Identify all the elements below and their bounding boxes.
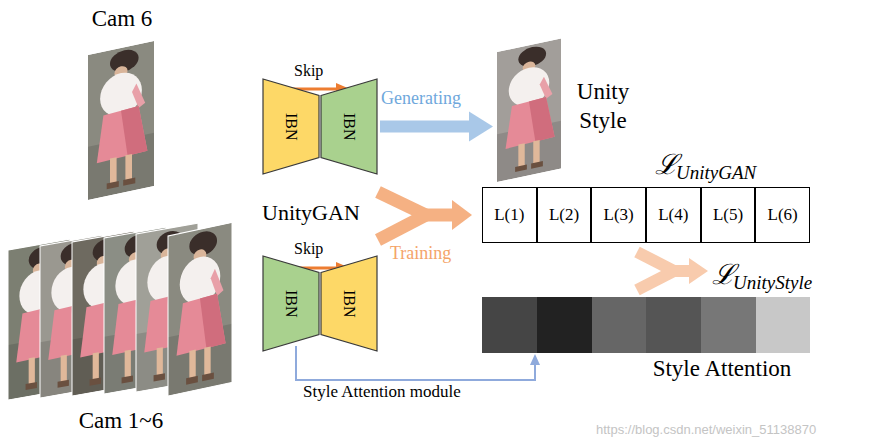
loss-label: L(4) bbox=[647, 188, 700, 242]
person-photo bbox=[168, 222, 232, 396]
attention-cell bbox=[537, 297, 592, 353]
loss-label: L(1) bbox=[483, 188, 536, 242]
attention-cell bbox=[646, 297, 701, 353]
loss-subscript: UnityGAN bbox=[676, 162, 756, 184]
encoder-block: IBN bbox=[262, 78, 320, 175]
loss-label: L(6) bbox=[756, 188, 809, 242]
skip-label: Skip bbox=[294, 240, 323, 258]
block-label: IBN bbox=[262, 78, 320, 175]
model-name: UnityGAN bbox=[262, 200, 360, 226]
connector-line bbox=[296, 346, 535, 380]
person-photo bbox=[497, 38, 561, 182]
attention-cell bbox=[701, 297, 756, 353]
camera-photo-stack: Cam 1~6 bbox=[8, 222, 234, 408]
loss-symbol: ℒ bbox=[655, 144, 678, 182]
loss-subscript: UnityStyle bbox=[733, 272, 812, 294]
watermark: https://blog.csdn.net/weixin_51138870 bbox=[596, 422, 816, 437]
decoder-block: IBN bbox=[320, 78, 378, 175]
loss-cell: L(2) bbox=[537, 187, 592, 243]
block-label: IBN bbox=[320, 78, 378, 175]
attention-cell bbox=[592, 297, 646, 353]
attention-cell bbox=[756, 297, 810, 353]
stack-photo bbox=[168, 222, 232, 396]
edge-label: Style Attention module bbox=[303, 382, 461, 402]
style-arrow-head bbox=[689, 258, 708, 284]
cam6-photo bbox=[88, 41, 154, 200]
edge-label: Generating bbox=[381, 88, 461, 109]
attention-cell bbox=[482, 297, 537, 353]
loss-cell: L(4) bbox=[646, 187, 701, 243]
generated-photo: Unity Style bbox=[497, 38, 561, 182]
decoder-block: IBN bbox=[320, 255, 378, 352]
unity-style-photo bbox=[497, 38, 561, 182]
photo-frame bbox=[168, 222, 232, 396]
loss-label: L(3) bbox=[592, 188, 645, 242]
training-arrow-head bbox=[452, 200, 472, 230]
skip-label: Skip bbox=[294, 62, 323, 80]
encoder-block: IBN bbox=[262, 255, 320, 352]
block-label: IBN bbox=[262, 255, 320, 352]
trapezoid-shape bbox=[321, 256, 377, 351]
arrow-head bbox=[469, 112, 493, 142]
trapezoid-shape bbox=[263, 79, 319, 174]
person-photo bbox=[88, 41, 154, 200]
style-attention-link bbox=[296, 346, 540, 380]
loss-cell: L(3) bbox=[591, 187, 646, 243]
camera-photo: Cam 6 bbox=[88, 42, 156, 202]
arrow-head bbox=[530, 354, 540, 365]
trapezoid-shape bbox=[263, 256, 319, 351]
block-label: IBN bbox=[320, 255, 378, 352]
connector-line bbox=[380, 121, 470, 133]
loss-symbol: ℒ bbox=[712, 254, 735, 292]
style-shaft bbox=[668, 265, 692, 277]
node-caption: Cam 6 bbox=[68, 6, 176, 32]
loss-label: L(2) bbox=[538, 188, 591, 242]
training-shaft bbox=[420, 209, 456, 222]
node-caption: Unity Style bbox=[567, 78, 639, 136]
generating-arrow bbox=[380, 112, 493, 142]
loss-cell: L(1) bbox=[482, 187, 537, 243]
loss-cell: L(5) bbox=[701, 187, 756, 243]
loss-label: L(5) bbox=[702, 188, 755, 242]
training-label: Training bbox=[390, 243, 451, 264]
loss-cell: L(6) bbox=[755, 187, 810, 243]
node-caption: Style Attention bbox=[622, 356, 822, 382]
trapezoid-shape bbox=[321, 79, 377, 174]
node-caption: Cam 1~6 bbox=[56, 408, 186, 434]
style-attention-bar: Style Attention bbox=[482, 297, 810, 353]
